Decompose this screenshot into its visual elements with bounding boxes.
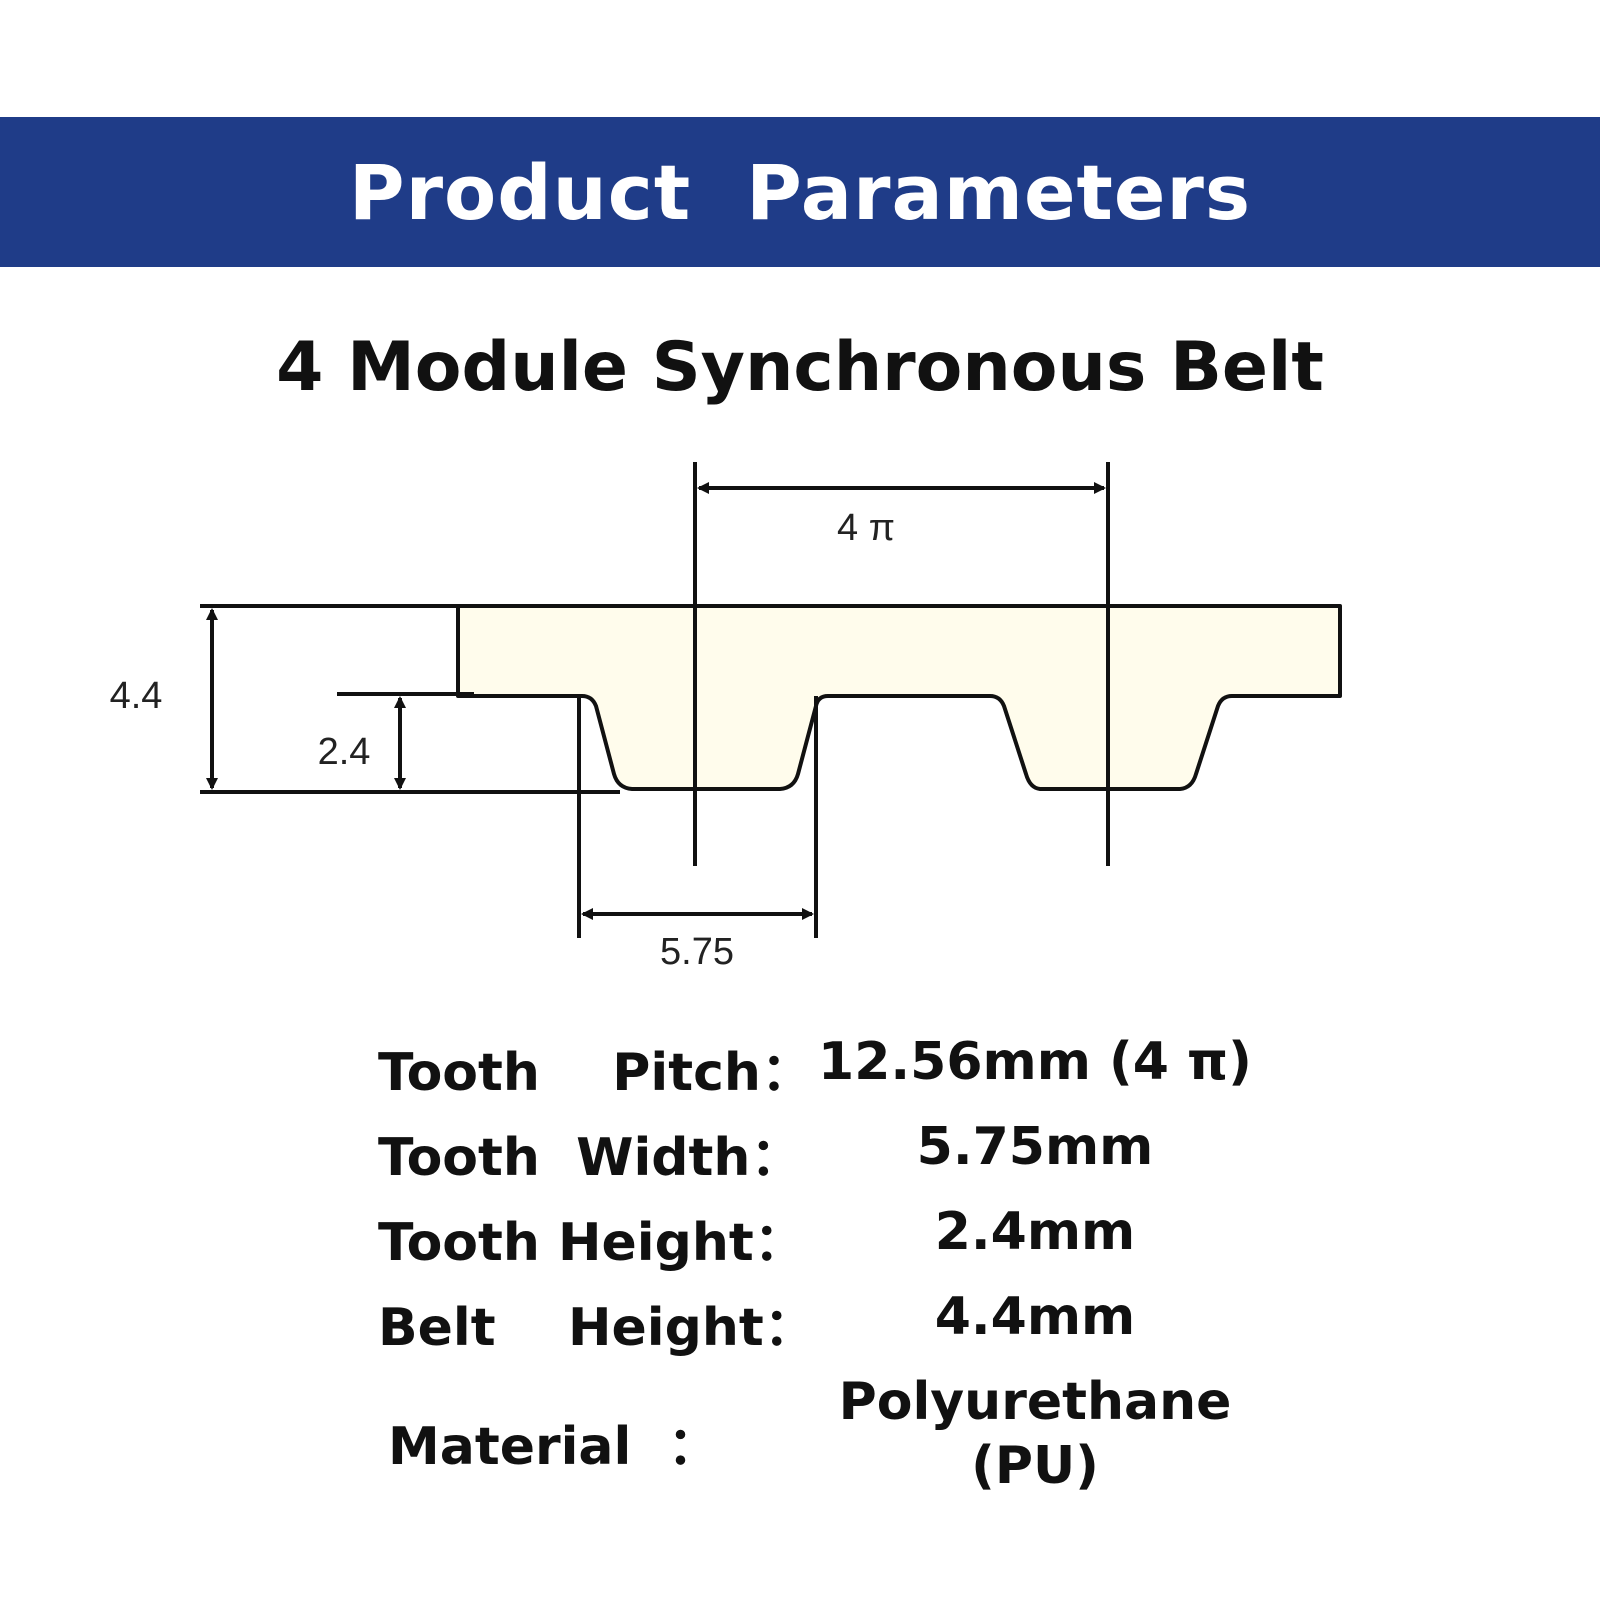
spec-value: 12.56mm (4 π): [818, 1032, 1252, 1092]
pitch-label: 4 π: [837, 507, 895, 549]
spec-label: Tooth Pitch：: [378, 1043, 813, 1103]
spec-value: Polyurethane (PU): [838, 1372, 1232, 1496]
spec-row-belt-height: Belt Height： 4.4mm: [0, 1285, 1600, 1365]
spec-value: 5.75mm: [916, 1117, 1154, 1177]
spec-row-tooth-pitch: Tooth Pitch： 12.56mm (4 π): [0, 1030, 1600, 1110]
spec-row-tooth-height: Tooth Height： 2.4mm: [0, 1200, 1600, 1280]
spec-label: Tooth Height：: [378, 1213, 806, 1273]
spec-label: Belt Height：: [378, 1298, 816, 1358]
page-title: Product Parameters: [348, 147, 1252, 237]
spec-value: 2.4mm: [934, 1202, 1136, 1262]
spec-row-tooth-width: Tooth Width： 5.75mm: [0, 1115, 1600, 1195]
spec-value: 4.4mm: [934, 1287, 1136, 1347]
header-banner: Product Parameters: [0, 117, 1600, 267]
tooth-width-label: 5.75: [660, 931, 734, 973]
tooth-height-label: 2.4: [318, 731, 371, 773]
belt-height-label: 4.4: [110, 675, 163, 717]
spec-label: Material ：: [388, 1417, 720, 1477]
spec-label: Tooth Width：: [378, 1128, 803, 1188]
spec-row-material: Material ： Polyurethane (PU): [0, 1370, 1600, 1500]
product-subtitle: 4 Module Synchronous Belt: [276, 328, 1324, 407]
belt-body: [456, 604, 1342, 791]
